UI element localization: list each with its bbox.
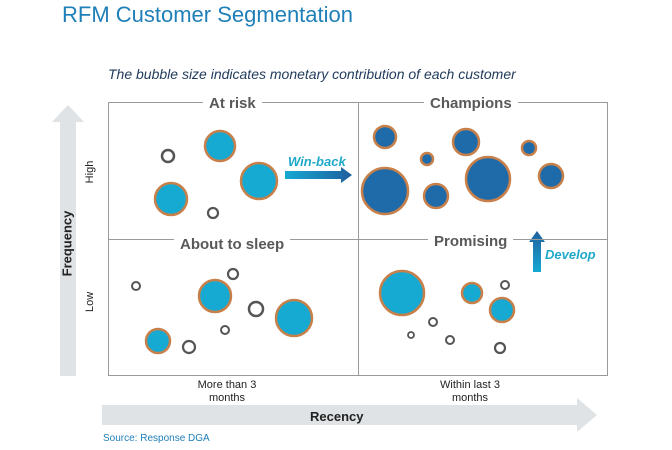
bubble xyxy=(153,181,189,217)
bubble xyxy=(537,162,565,190)
bubble xyxy=(460,281,484,305)
quadrant-label-promising: Promising xyxy=(428,233,514,251)
bubble xyxy=(422,182,450,210)
bubble xyxy=(464,155,512,203)
bubble xyxy=(407,331,415,339)
bubble xyxy=(160,148,176,164)
bubble xyxy=(488,296,516,324)
bubble xyxy=(428,317,438,327)
bubble xyxy=(520,139,538,157)
chart-subtitle: The bubble size indicates monetary contr… xyxy=(108,66,516,82)
bubble xyxy=(419,151,435,167)
quadrant-label-at-risk: At risk xyxy=(203,95,262,113)
bubble xyxy=(360,166,410,216)
recency-right-label: Within last 3 months xyxy=(440,379,500,404)
frequency-low-label: Low xyxy=(84,291,96,312)
chart-title: RFM Customer Segmentation xyxy=(62,2,353,27)
win-back-label: Win-back xyxy=(288,154,346,169)
recency-axis-label: Recency xyxy=(310,409,364,424)
bubble xyxy=(500,280,510,290)
bubble xyxy=(493,341,507,355)
source-note: Source: Response DGA xyxy=(103,433,210,444)
bubble xyxy=(220,325,230,335)
bubble xyxy=(274,298,314,338)
bubble xyxy=(181,339,197,355)
bubble xyxy=(203,129,237,163)
bubble xyxy=(239,161,279,201)
frequency-high-label: High xyxy=(84,160,96,184)
bubble xyxy=(197,278,233,314)
recency-left-label: More than 3 months xyxy=(197,379,257,404)
recency-axis-arrow xyxy=(102,398,597,432)
bubble xyxy=(445,335,455,345)
horizontal-divider xyxy=(108,239,608,240)
bubble xyxy=(206,206,220,220)
develop-arrow xyxy=(529,231,545,272)
bubble xyxy=(451,127,481,157)
bubble xyxy=(144,327,172,355)
bubble xyxy=(372,124,398,150)
quadrant-label-champions: Champions xyxy=(424,95,518,113)
bubble xyxy=(247,300,265,318)
frequency-axis-label: Frequency xyxy=(59,210,75,277)
bubble xyxy=(378,269,426,317)
frequency-axis-arrow xyxy=(52,105,84,376)
quadrant-label-about-to-sleep: About to sleep xyxy=(174,236,291,254)
develop-label: Develop xyxy=(545,247,596,262)
bubble xyxy=(226,267,240,281)
win-back-arrow xyxy=(285,167,352,183)
bubble xyxy=(131,281,141,291)
